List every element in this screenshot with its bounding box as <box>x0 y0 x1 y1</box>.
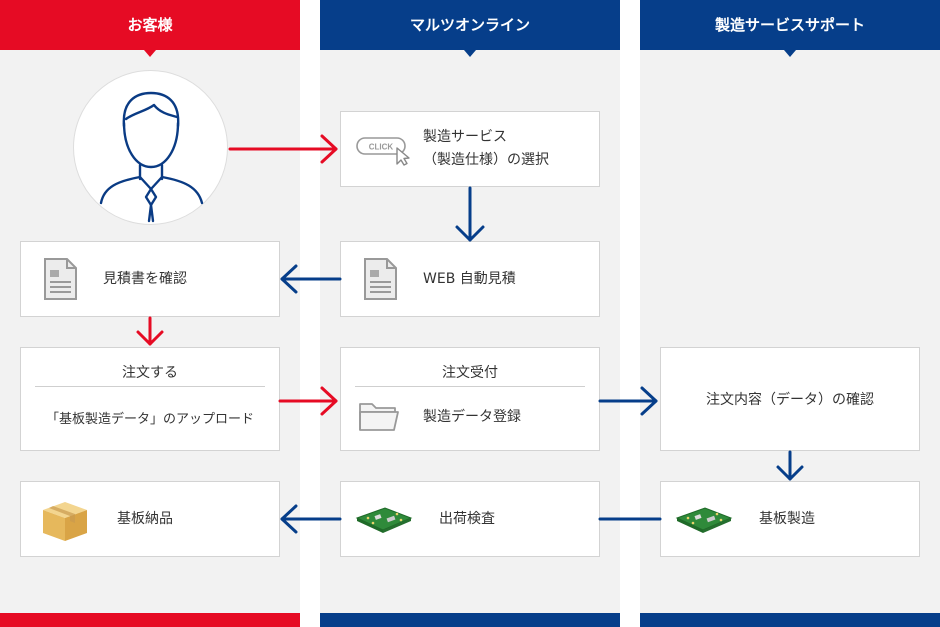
step-label: 製造データ登録 <box>423 409 521 425</box>
click-button-icon: CLICK <box>356 137 410 166</box>
arrow-left <box>280 264 342 294</box>
arrow-down <box>136 316 164 346</box>
header-notch <box>784 50 796 57</box>
person-icon <box>99 91 204 223</box>
step-confirm-estimate: 見積書を確認 <box>20 241 280 317</box>
folder-icon <box>359 403 399 431</box>
step-title: 注文する <box>122 365 178 381</box>
column-header-customer: お客様 <box>0 0 300 57</box>
circuit-board-icon <box>355 507 413 533</box>
circuit-board-icon <box>675 507 733 533</box>
arrow-right <box>278 386 338 416</box>
step-label-line2: （製造仕様）の選択 <box>423 152 549 168</box>
step-label: 基板製造 <box>759 511 815 527</box>
header-notch <box>144 50 156 57</box>
column-header-label: お客様 <box>127 16 173 34</box>
step-label: 基板納品 <box>117 511 173 527</box>
column-footer-bar <box>320 613 620 627</box>
step-place-order: 注文する 「基板製造データ」のアップロード <box>20 347 280 451</box>
step-web-estimate: WEB 自動見積 <box>340 241 600 317</box>
arrow-right <box>598 386 658 416</box>
header-notch <box>464 50 476 57</box>
arrow-right <box>228 134 338 164</box>
column-footer-bar <box>0 613 300 627</box>
cardboard-box-icon <box>43 502 87 541</box>
step-label: WEB 自動見積 <box>423 271 516 287</box>
column-header-manufacturing-support: 製造サービスサポート <box>640 0 940 57</box>
step-label: 注文内容（データ）の確認 <box>706 392 874 408</box>
arrow-down <box>776 450 804 481</box>
divider <box>35 386 265 387</box>
column-header-label: 製造サービスサポート <box>714 16 865 34</box>
step-delivery: 基板納品 <box>20 481 280 557</box>
divider <box>355 386 585 387</box>
step-label: 「基板製造データ」のアップロード <box>45 412 254 427</box>
step-label: 見積書を確認 <box>103 271 187 287</box>
step-select-service: CLICK 製造サービス （製造仕様）の選択 <box>340 111 600 187</box>
document-icon <box>364 258 397 300</box>
column-footer-bar <box>640 613 940 627</box>
step-confirm-order-content: 注文内容（データ）の確認 <box>660 347 920 451</box>
step-shipping-inspection: 出荷検査 <box>340 481 600 557</box>
click-label: CLICK <box>369 143 394 152</box>
step-board-manufacture: 基板製造 <box>660 481 920 557</box>
customer-avatar <box>73 70 228 225</box>
column-header-label: マルツオンライン <box>409 16 530 34</box>
document-icon <box>44 258 77 300</box>
step-label-line1: 製造サービス <box>423 129 507 145</box>
arrow-left <box>280 504 342 534</box>
step-title: 注文受付 <box>442 365 498 381</box>
step-label: 出荷検査 <box>439 511 495 527</box>
column-header-marutsu-online: マルツオンライン <box>320 0 620 57</box>
step-order-received: 注文受付 製造データ登録 <box>340 347 600 451</box>
arrow-down <box>455 186 485 242</box>
